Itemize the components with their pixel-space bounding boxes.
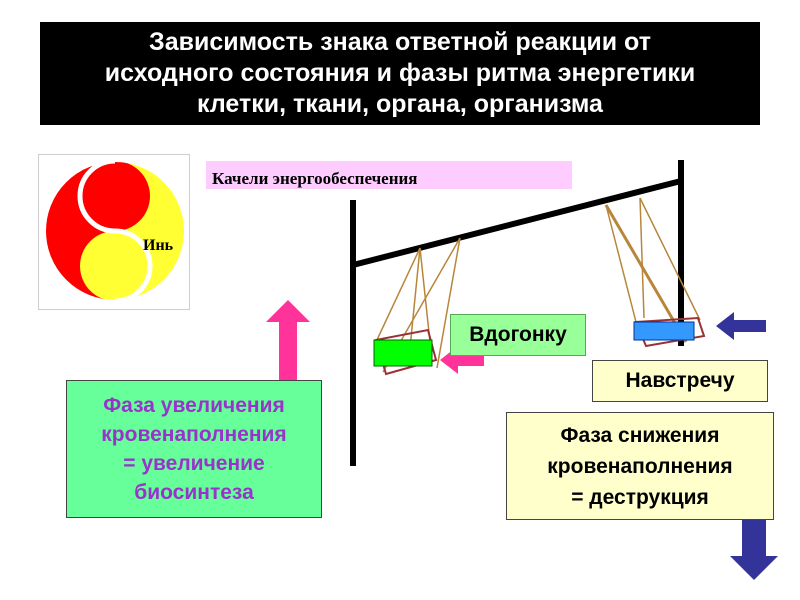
towards-arrow-icon [716,312,766,340]
catch-up-label: Вдогонку [469,323,567,346]
title-line-2: исходного состояния и фазы ритма энергет… [104,59,696,87]
slide-title: Зависимость знака ответной реакции от ис… [40,22,760,125]
phase-increase-line-1: Фаза увеличения [103,394,285,417]
arrow-down-icon [730,518,778,580]
title-line-1: Зависимость знака ответной реакции от [149,28,651,56]
yin-yang-divider [77,158,153,304]
yan-label: Ян [83,261,104,278]
phase-decrease-line-2: кровенаполнения [547,454,733,478]
left-seat [373,339,433,367]
catch-up-label-box: Вдогонку [450,314,586,356]
yin-half [80,161,185,301]
phase-decrease-line-3: = деструкция [571,485,709,509]
phase-increase-box: Фаза увеличения кровенаполнения = увелич… [66,380,322,518]
phase-decrease-box: Фаза снижения кровенаполнения = деструкц… [506,412,774,520]
phase-increase-line-2: кровенаполнения [101,423,287,446]
swing-title: Качели энергообеспечения [212,169,418,188]
yin-label: Инь [143,237,174,254]
swing-title-box: Качели энергообеспечения [206,161,572,189]
towards-label-box: Навстречу [592,360,768,402]
yin-yang-icon [44,158,186,304]
title-line-3: клетки, ткани, органа, организма [197,90,603,118]
phase-increase-line-3: = увеличение [123,452,265,475]
yin-yang-panel: Ян Инь [38,154,190,310]
right-seat [633,321,695,341]
towards-label: Навстречу [625,369,735,392]
right-swing [604,197,706,348]
arrow-up-icon [266,300,310,380]
crossbar [352,178,682,268]
phase-increase-line-4: биосинтеза [134,481,254,504]
phase-decrease-line-1: Фаза снижения [560,423,720,447]
left-swing [373,237,461,376]
